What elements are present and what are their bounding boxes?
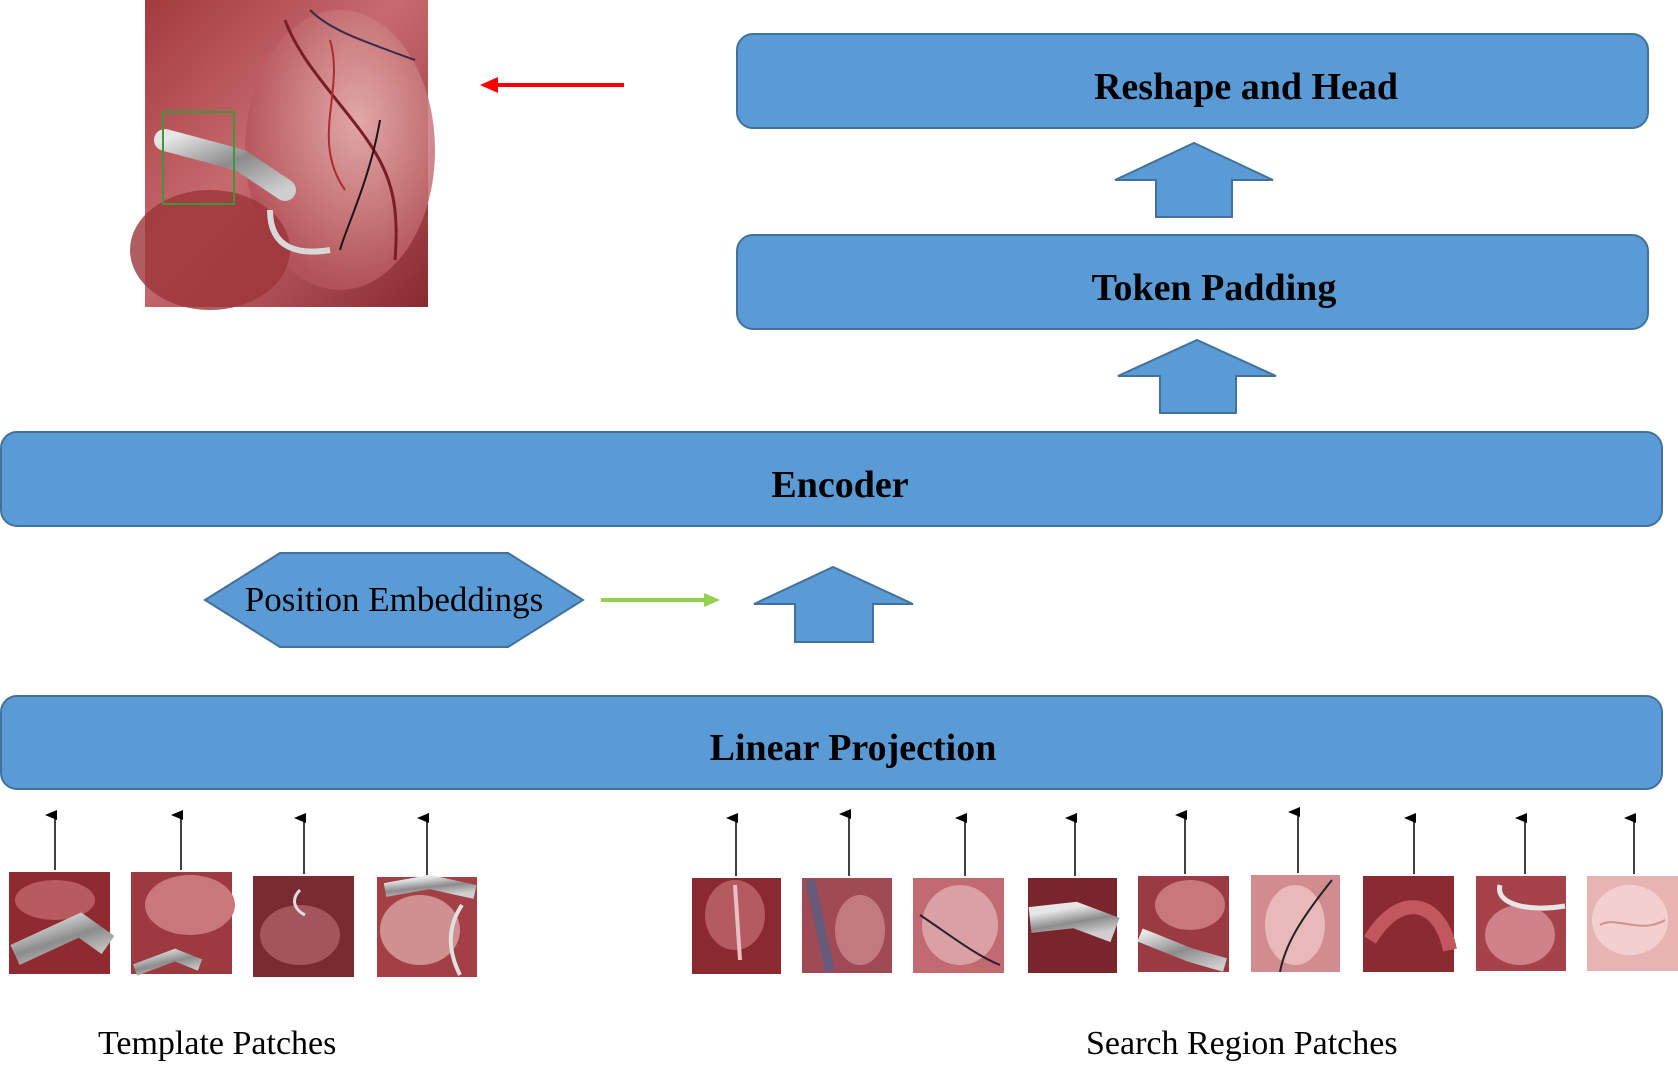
reshape-head-block: Reshape and Head [736, 33, 1649, 129]
search-patch-8 [1476, 876, 1566, 971]
search-patch-5 [1137, 876, 1229, 972]
search-patch-1 [692, 878, 781, 974]
search-patches-group: Search Region Patches [692, 807, 1678, 1062]
position-embeddings-block: Position Embeddings [203, 552, 585, 648]
tracking-bbox [162, 111, 235, 205]
search-patch-4 [1028, 878, 1120, 973]
linear-projection-label: Linear Projection [710, 727, 997, 769]
reshape-head-label: Reshape and Head [1094, 66, 1398, 108]
red-output-arrow [480, 77, 624, 93]
encoder-block: Encoder [0, 431, 1663, 527]
linear-projection-block: Linear Projection [0, 695, 1663, 790]
position-embeddings-label: Position Embeddings [245, 580, 544, 619]
search-patches-caption: Search Region Patches [1086, 1025, 1398, 1062]
token-padding-label: Token Padding [1092, 267, 1337, 309]
output-frame-image [130, 0, 435, 310]
search-patch-7 [1363, 876, 1457, 972]
template-patches-group: Template Patches [9, 810, 477, 1062]
template-patch-2 [131, 872, 235, 976]
green-arrow [601, 593, 720, 607]
up-arrow-projection-to-encoder [753, 565, 914, 643]
search-patch-2 [802, 878, 892, 974]
template-patch-1 [9, 872, 115, 974]
template-patch-3 [253, 876, 354, 977]
template-patch-4 [377, 874, 477, 977]
up-arrow-encoder-to-padding [1117, 338, 1277, 414]
search-patch-6 [1251, 875, 1340, 973]
up-arrow-padding-to-head [1114, 141, 1274, 218]
search-patch-3 [913, 878, 1004, 973]
template-patches-caption: Template Patches [98, 1025, 336, 1062]
encoder-label: Encoder [771, 464, 908, 506]
token-padding-block: Token Padding [736, 234, 1649, 330]
search-patch-9 [1587, 876, 1678, 971]
